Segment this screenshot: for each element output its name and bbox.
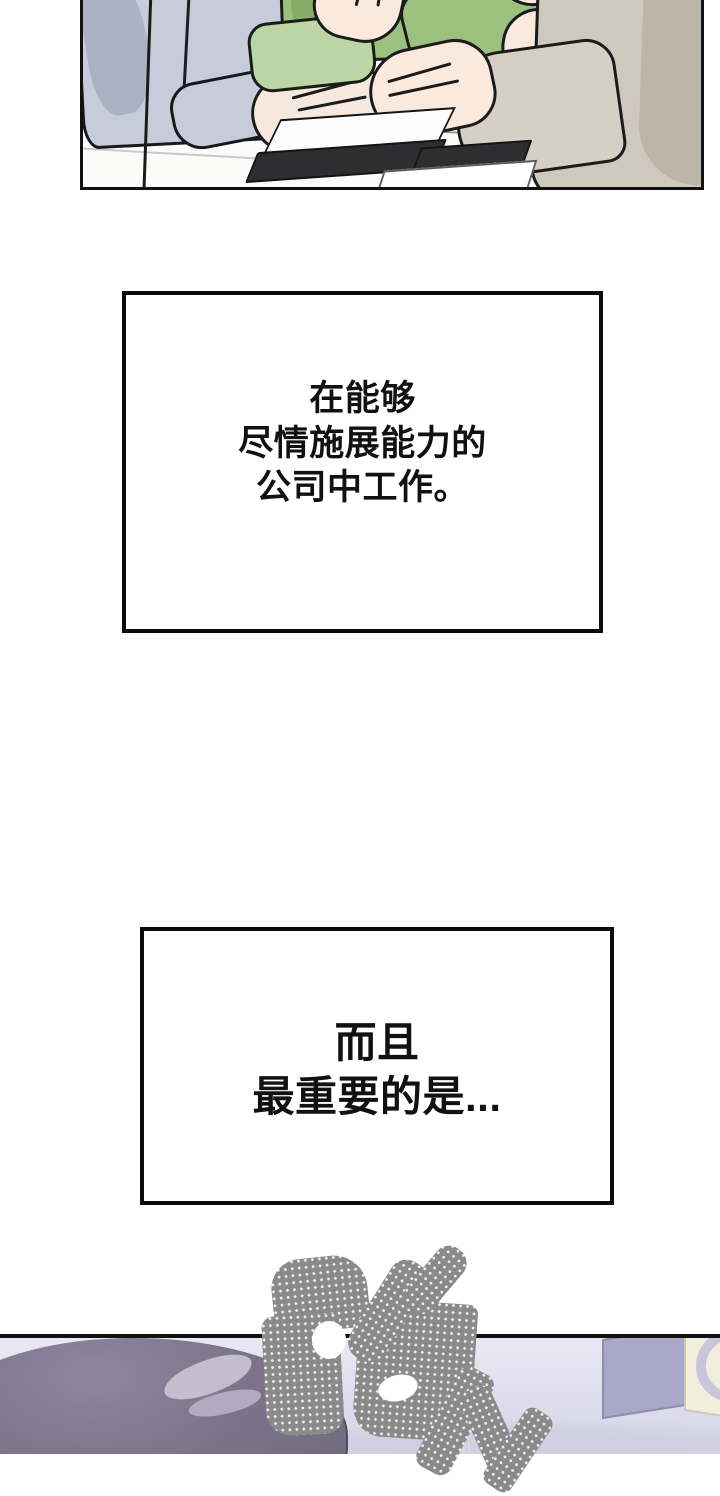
panel-room-scene	[0, 1334, 720, 1454]
caption-box-two: 而且 最重要的是...	[140, 927, 614, 1205]
furniture-box	[602, 1338, 692, 1420]
finger-line	[387, 62, 452, 84]
panel-office-desk	[80, 0, 704, 190]
caption-one-text: 在能够 尽情施展能力的 公司中工作。	[238, 378, 487, 508]
finger-line	[388, 79, 460, 98]
caption-two-text: 而且 最重要的是...	[252, 1019, 502, 1120]
finger-line	[354, 0, 375, 7]
finger-line	[376, 0, 389, 7]
caption-box-one: 在能够 尽情施展能力的 公司中工作。	[122, 291, 603, 633]
watermark-glyph-part	[396, 1239, 474, 1321]
beige-coat-shading	[636, 0, 701, 187]
watermark-glyph-part	[268, 1252, 372, 1336]
finger-line	[297, 95, 367, 112]
office-scene	[83, 0, 701, 187]
